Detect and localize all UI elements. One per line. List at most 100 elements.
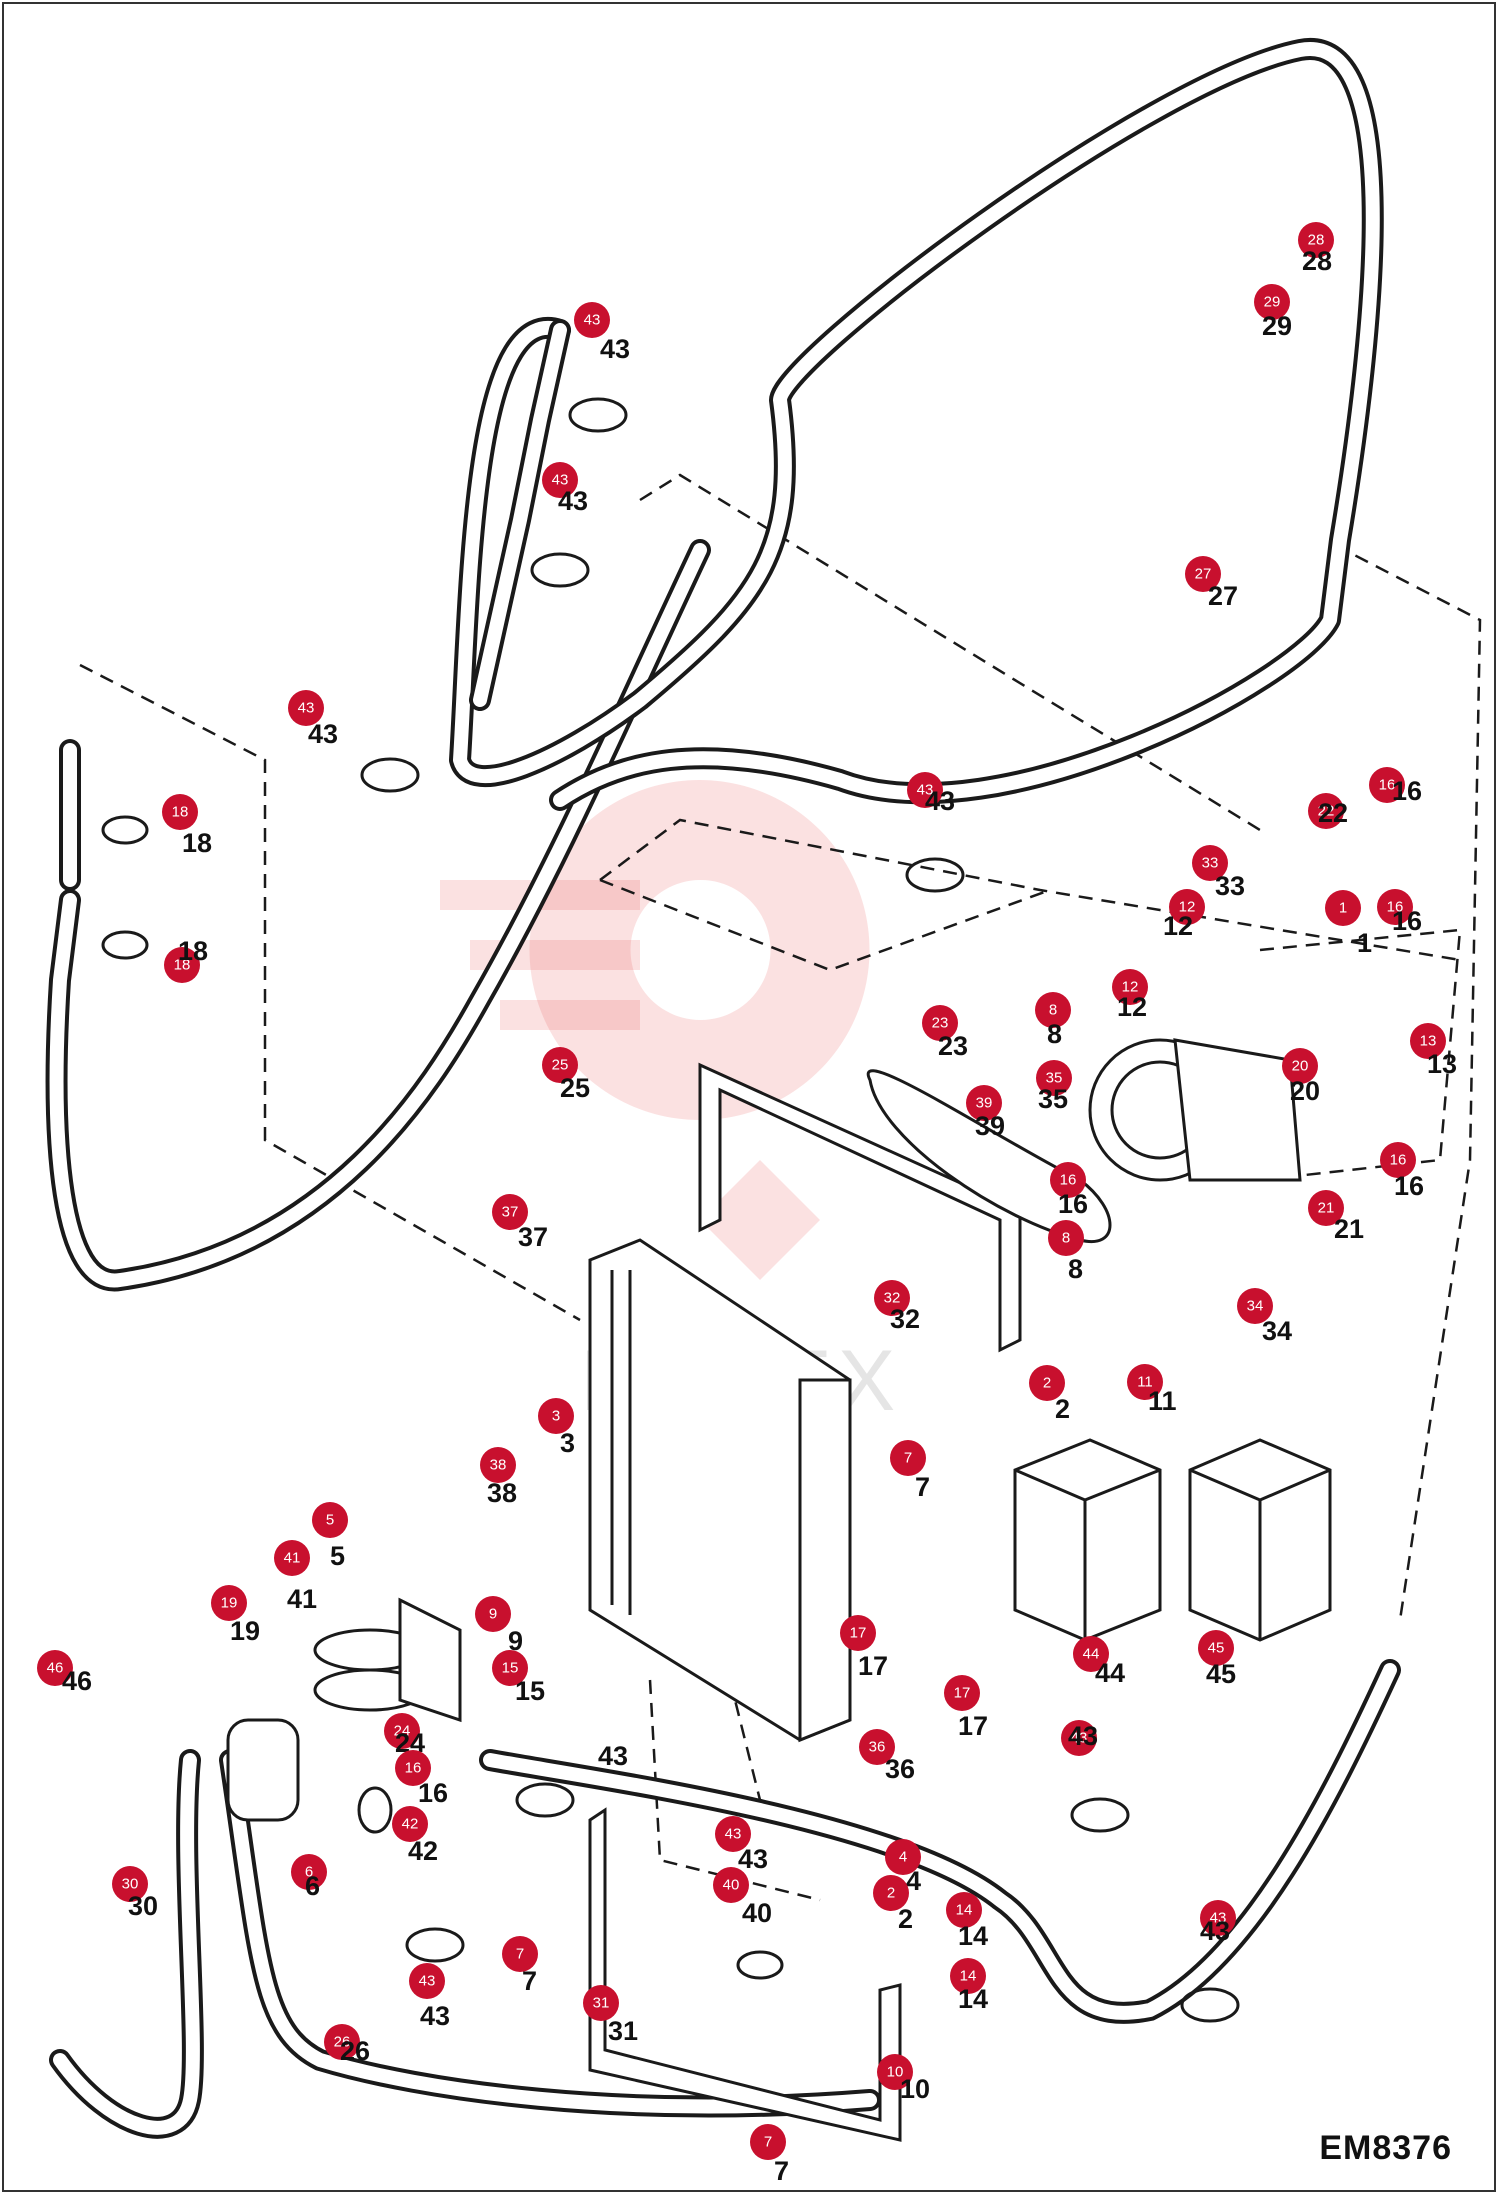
callout-9[interactable]: 99 (475, 1596, 523, 1656)
assembly-lines (79, 473, 1482, 1902)
svg-text:16: 16 (418, 1778, 448, 1808)
callout-7[interactable]: 77 (502, 1936, 538, 1996)
svg-text:15: 15 (502, 1660, 519, 1677)
svg-text:20: 20 (1290, 1076, 1320, 1106)
callout-1[interactable]: 11 (1325, 890, 1372, 958)
svg-text:15: 15 (515, 1676, 545, 1706)
callout-7[interactable]: 77 (890, 1440, 930, 1502)
svg-text:27: 27 (1208, 581, 1238, 611)
callout-8[interactable]: 88 (1035, 992, 1071, 1049)
callout-2[interactable]: 22 (873, 1875, 913, 1934)
callout-7[interactable]: 77 (750, 2124, 789, 2186)
callout-43[interactable]: 43 (598, 1741, 628, 1771)
callout-3[interactable]: 33 (538, 1398, 575, 1458)
svg-text:21: 21 (1334, 1214, 1364, 1244)
svg-text:43: 43 (420, 2001, 450, 2031)
callout-5[interactable]: 55 (312, 1502, 348, 1571)
svg-text:25: 25 (560, 1073, 590, 1103)
svg-text:12: 12 (1122, 979, 1139, 996)
svg-text:43: 43 (584, 312, 601, 329)
svg-text:16: 16 (405, 1760, 422, 1777)
svg-text:31: 31 (593, 1995, 610, 2012)
callout-2[interactable]: 22 (1029, 1365, 1070, 1424)
svg-text:11: 11 (1137, 1374, 1153, 1391)
svg-text:5: 5 (326, 1512, 334, 1529)
svg-text:18: 18 (182, 828, 212, 858)
compressor (866, 1038, 1302, 1243)
svg-text:33: 33 (1202, 855, 1219, 872)
svg-text:43: 43 (925, 786, 955, 816)
svg-text:17: 17 (958, 1711, 988, 1741)
svg-text:13: 13 (1427, 1049, 1457, 1079)
svg-text:7: 7 (904, 1450, 912, 1467)
svg-text:33: 33 (1215, 871, 1245, 901)
svg-text:44: 44 (1095, 1658, 1125, 1688)
svg-text:46: 46 (62, 1666, 92, 1696)
svg-text:18: 18 (178, 936, 208, 966)
svg-text:7: 7 (774, 2156, 789, 2186)
svg-text:35: 35 (1046, 1070, 1063, 1087)
drawing-code: EM8376 (1319, 2129, 1452, 2167)
callout-8[interactable]: 88 (1048, 1220, 1084, 1284)
svg-text:22: 22 (1318, 803, 1335, 820)
svg-text:6: 6 (305, 1871, 320, 1901)
callout-4[interactable]: 44 (885, 1839, 921, 1896)
callout-6[interactable]: 66 (291, 1854, 327, 1901)
svg-text:1: 1 (1357, 928, 1372, 958)
svg-text:43: 43 (552, 472, 569, 489)
